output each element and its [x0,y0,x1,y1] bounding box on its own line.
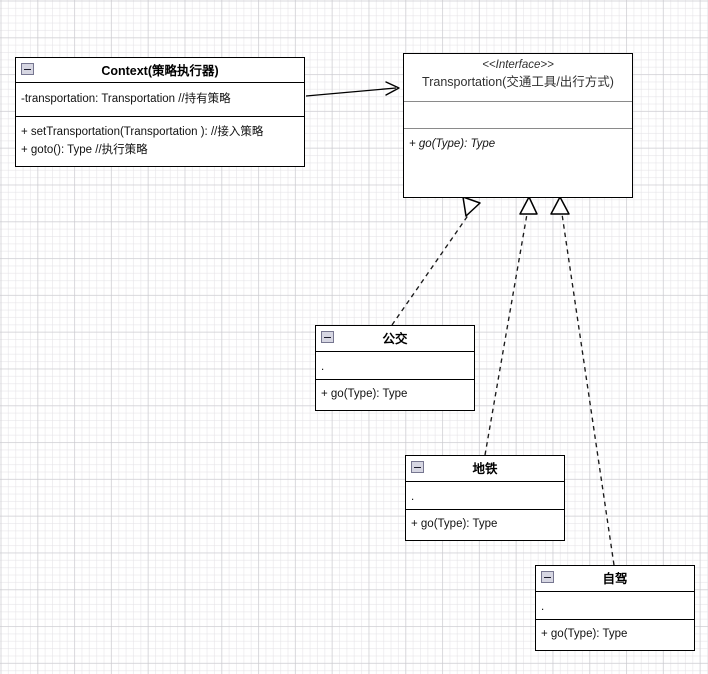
association-context-to-transportation [305,81,400,97]
operation-row: + go(Type): Type [541,628,628,640]
class-header-bus: 公交 [316,326,474,352]
attribute-row: . [541,601,545,613]
class-title: Transportation(交通工具/出行方式) [422,74,614,89]
class-box-bus[interactable]: 公交 . + go(Type): Type [315,325,475,411]
class-box-transportation-interface[interactable]: <<Interface>> Transportation(交通工具/出行方式) … [403,53,633,198]
collapse-minus-icon[interactable] [411,461,424,473]
attribute-row: . [321,361,325,373]
realization-metro-to-transportation [484,196,538,456]
class-operations-context: + setTransportation(Transportation ): //… [16,117,304,165]
class-attributes-context: -transportation: Transportation //持有策略 [16,83,304,117]
class-title: 地铁 [472,462,498,476]
operation-row: + goto(): Type //执行策略 [21,143,148,156]
class-box-metro[interactable]: 地铁 . + go(Type): Type [405,455,565,541]
class-header-car: 自驾 [536,566,694,592]
class-operations-car: + go(Type): Type [536,620,694,650]
class-operations-transportation: + go(Type): Type [404,129,632,158]
class-title: Context(策略执行器) [101,64,219,78]
operation-row: + setTransportation(Transportation ): //… [21,126,264,138]
class-operations-metro: + go(Type): Type [406,510,564,540]
hollow-triangle-head [519,196,538,215]
collapse-minus-icon[interactable] [321,331,334,343]
class-title: 公交 [382,332,408,346]
class-title: 自驾 [602,572,628,586]
class-header-context: Context(策略执行器) [16,58,304,83]
stereotype-label: <<Interface>> [482,59,554,71]
class-attributes-car: . [536,592,694,620]
operation-row: + go(Type): Type [411,518,498,530]
hollow-triangle-head [550,196,570,215]
class-box-context[interactable]: Context(策略执行器) -transportation: Transpor… [15,57,305,167]
class-header-metro: 地铁 [406,456,564,482]
open-arrow-head [385,81,400,96]
class-attributes-metro: . [406,482,564,510]
operation-row: + go(Type): Type [321,388,408,400]
collapse-minus-icon[interactable] [21,63,34,75]
collapse-minus-icon[interactable] [541,571,554,583]
class-operations-bus: + go(Type): Type [316,380,474,410]
class-attributes-bus: . [316,352,474,380]
realization-bus-to-transportation [391,196,481,326]
operation-row: + go(Type): Type [409,138,496,150]
attribute-row: . [411,491,415,503]
attribute-row: -transportation: Transportation //持有策略 [21,93,231,105]
class-attributes-transportation [404,102,632,129]
class-header-transportation: <<Interface>> Transportation(交通工具/出行方式) [404,54,632,102]
hollow-triangle-head [462,196,481,217]
class-box-car[interactable]: 自驾 . + go(Type): Type [535,565,695,651]
